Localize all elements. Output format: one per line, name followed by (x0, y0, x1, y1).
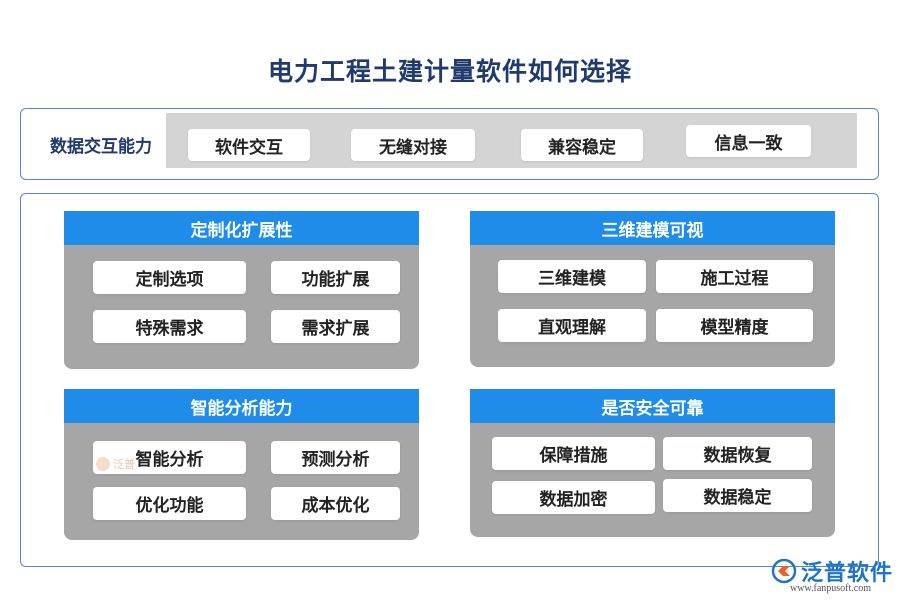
brand-logo: 泛普软件 (771, 555, 893, 587)
watermark-logo-icon (96, 457, 110, 471)
panel-item: 定制选项 (93, 261, 246, 294)
panel-item: 优化功能 (93, 487, 246, 520)
top-row-label: 数据交互能力 (50, 137, 152, 157)
panel-item: 模型精度 (656, 309, 813, 342)
panel-item: 智能分析 (93, 441, 246, 474)
watermark-text: 泛普 (113, 458, 135, 471)
panel-item: 需求扩展 (271, 310, 400, 343)
top-row-item: 兼容稳定 (521, 129, 643, 161)
panel-item: 成本优化 (271, 487, 400, 520)
panel-item: 特殊需求 (93, 310, 246, 343)
brand-name: 泛普软件 (801, 561, 894, 586)
panel-title: 三维建模可视 (470, 211, 835, 245)
brand-logo-icon (771, 558, 797, 584)
top-row-item: 软件交互 (188, 129, 310, 161)
panel-title: 智能分析能力 (64, 389, 419, 423)
panel-item: 施工过程 (656, 260, 813, 293)
panel-item: 保障措施 (492, 437, 655, 470)
panel-item: 数据恢复 (663, 437, 812, 470)
brand-url: www.fanpusoft.com (790, 583, 872, 594)
panel-item: 功能扩展 (271, 261, 400, 294)
panel-item: 直观理解 (498, 309, 646, 342)
page-title: 电力工程土建计量软件如何选择 (267, 57, 632, 86)
watermark: 泛普 (96, 456, 135, 472)
panel-item: 数据稳定 (663, 479, 812, 512)
panel-title: 定制化扩展性 (64, 211, 419, 245)
top-row-item: 无缝对接 (351, 129, 475, 161)
panel-item: 数据加密 (492, 481, 655, 514)
top-row-item: 信息一致 (686, 125, 811, 157)
panel-item: 预测分析 (271, 441, 400, 474)
panel-title: 是否安全可靠 (470, 389, 835, 423)
panel-item: 三维建模 (498, 260, 646, 293)
